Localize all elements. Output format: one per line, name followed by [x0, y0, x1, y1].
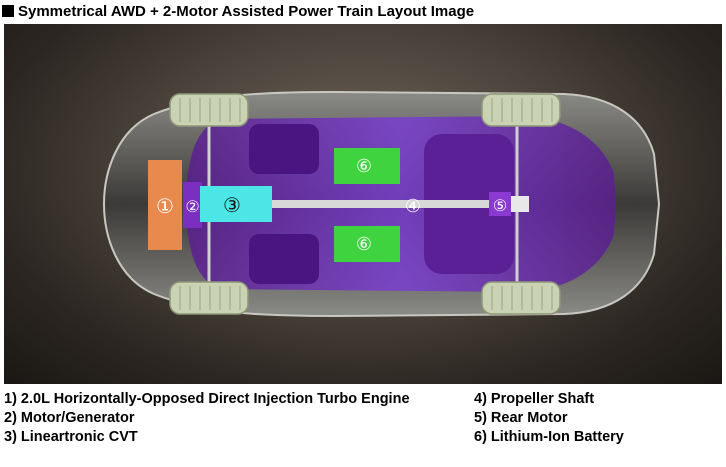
car-layout-svg: ④ ① ② ③ ⑤ ⑥ ⑥	[102, 90, 661, 318]
propeller-shaft-marker: ④	[405, 196, 421, 216]
front-seat-right	[249, 234, 319, 284]
legend-left: 1) 2.0L Horizontally-Opposed Direct Inje…	[4, 390, 410, 447]
battery-top	[334, 148, 400, 184]
page-title: Symmetrical AWD + 2-Motor Assisted Power…	[18, 2, 475, 20]
cvt-marker: ③	[223, 195, 241, 217]
legend-item-motor-generator: 2) Motor/Generator	[4, 410, 135, 426]
legend-item-propeller-shaft: 4) Propeller Shaft	[474, 391, 595, 407]
title-bullet-icon	[2, 5, 14, 17]
propeller-shaft	[272, 200, 494, 208]
title-bar: Symmetrical AWD + 2-Motor Assisted Power…	[0, 0, 726, 22]
rear-motor-block	[489, 192, 511, 216]
legend-item-engine: 1) 2.0L Horizontally-Opposed Direct Inje…	[4, 391, 410, 407]
cvt-block	[200, 186, 272, 222]
motor-generator-marker: ②	[185, 199, 199, 216]
wheel-rear-right	[481, 281, 561, 315]
battery-top-marker: ⑥	[356, 156, 372, 176]
wheel-front-left	[169, 93, 249, 127]
battery-bottom-marker: ⑥	[356, 234, 372, 254]
car-layout-diagram: ④ ① ② ③ ⑤ ⑥ ⑥	[4, 24, 722, 384]
motor-generator-block	[183, 182, 202, 228]
legend-right: 4) Propeller Shaft 5) Rear Motor 6) Lith…	[474, 390, 624, 447]
wheel-front-right	[169, 281, 249, 315]
legend-item-rear-motor: 5) Rear Motor	[474, 410, 568, 426]
engine-block	[148, 160, 182, 250]
legend-item-battery: 6) Lithium-Ion Battery	[474, 429, 624, 445]
wheel-rear-left	[481, 93, 561, 127]
front-seat-left	[249, 124, 319, 174]
engine-marker: ①	[156, 196, 174, 218]
battery-bottom	[334, 226, 400, 262]
rear-motor-housing	[511, 196, 529, 212]
rear-motor-marker: ⑤	[493, 198, 507, 215]
legend-item-cvt: 3) Lineartronic CVT	[4, 429, 138, 445]
